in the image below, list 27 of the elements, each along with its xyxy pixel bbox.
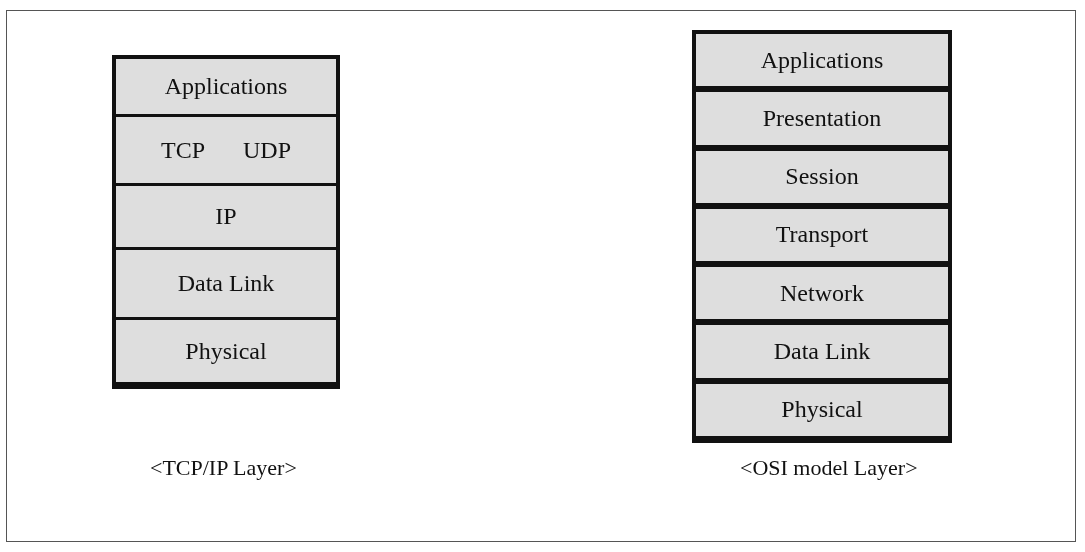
layer-box [696, 92, 948, 145]
layer-name: IP [215, 203, 237, 230]
layer-box [696, 325, 948, 378]
stack-caption: <OSI model Layer> [740, 455, 918, 481]
layer-name: Transport [775, 221, 869, 249]
layer-name: Presentation [762, 104, 882, 132]
layer-name: Network [780, 279, 864, 307]
layer-name: Data Link [177, 270, 275, 297]
layer-box [696, 150, 948, 203]
layer-name: Session [785, 163, 859, 191]
layer-box [696, 34, 948, 87]
layer-name: TCP [161, 136, 205, 164]
layer-name: Physical [185, 337, 267, 365]
layer-box [116, 320, 336, 382]
stack-caption: <TCP/IP Layer> [150, 455, 297, 481]
layer-box [116, 59, 336, 114]
layer-name: Data Link [773, 338, 871, 366]
layer-name: Physical [781, 396, 863, 424]
layer-box [696, 208, 948, 262]
layer-box [116, 250, 336, 317]
layer-box [116, 186, 336, 247]
layer-name: UDP [243, 136, 291, 164]
layer-name: Applications [164, 73, 288, 100]
layer-box [696, 383, 948, 436]
layer-box [116, 117, 336, 183]
layer-name: Applications [760, 46, 884, 74]
layer-box [696, 267, 948, 320]
